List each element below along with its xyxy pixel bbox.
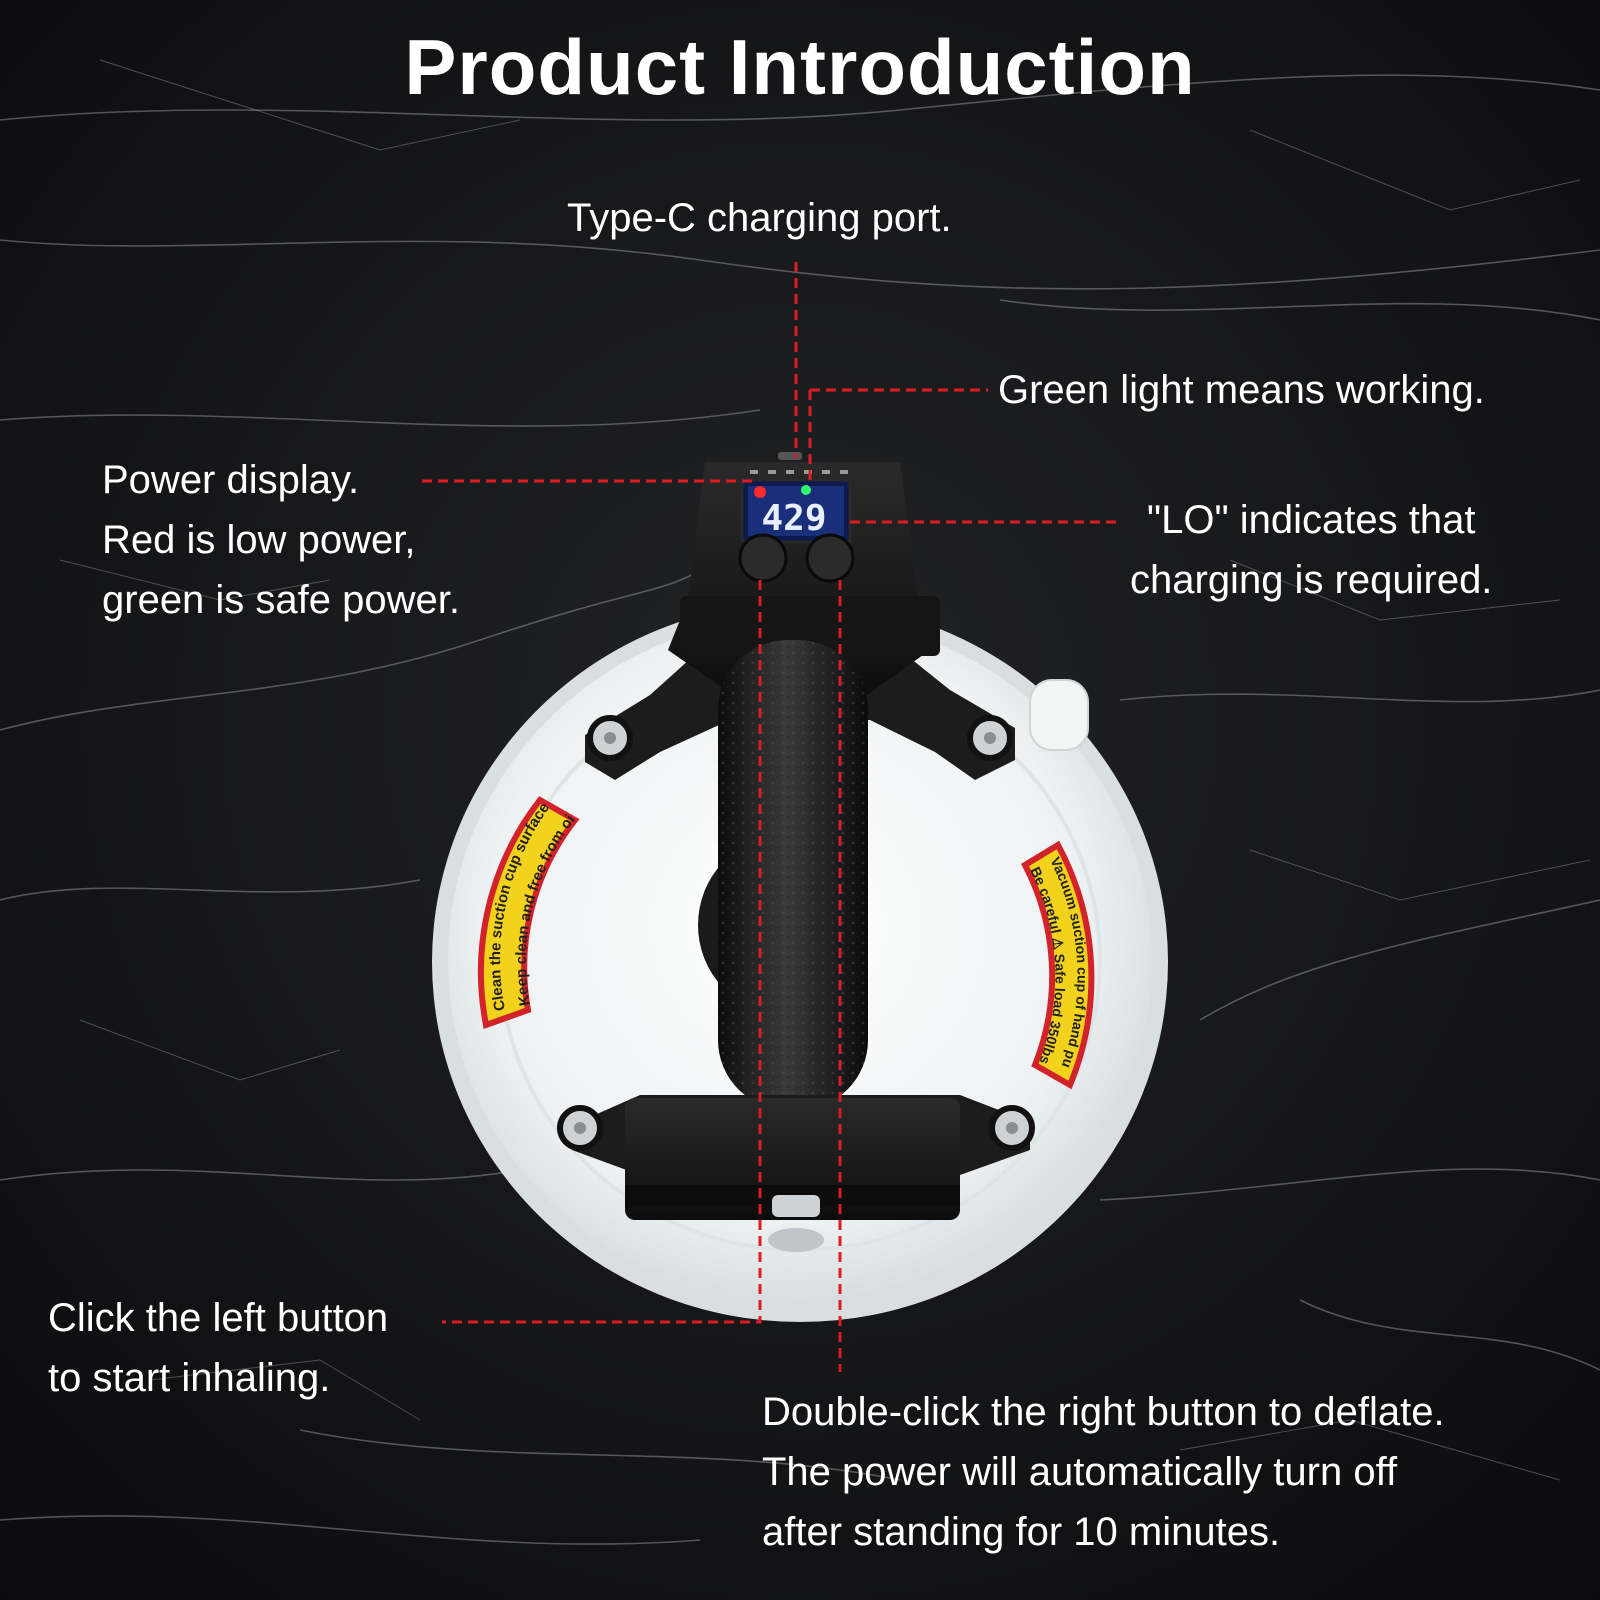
right-button-line: The power will automatically turn off (762, 1450, 1398, 1494)
marble-veins (0, 74, 1600, 1545)
screw-icon (989, 1105, 1035, 1151)
page-title: Product Introduction (404, 23, 1196, 111)
power-display-label: Power display. Red is low power, green i… (102, 450, 460, 630)
lo-indicator-line: "LO" indicates that (1146, 498, 1476, 542)
left-button[interactable] (738, 533, 788, 583)
right-button-line: after standing for 10 minutes. (762, 1510, 1281, 1554)
left-button-line: Click the left button (48, 1296, 389, 1340)
power-display-line: green is safe power. (102, 578, 460, 622)
right-button-label: Double-click the right button to deflate… (762, 1382, 1445, 1562)
screw-icon (587, 715, 633, 761)
screw-icon (557, 1105, 603, 1151)
green-light-label: Green light means working. (998, 368, 1485, 412)
left-button-label: Click the left button to start inhaling. (48, 1288, 388, 1408)
type-c-port-label: Type-C charging port. (567, 196, 952, 240)
lo-indicator-label: "LO" indicates that charging is required… (1130, 490, 1492, 610)
led-red-icon (754, 486, 766, 498)
pressure-valve-nub (1029, 679, 1089, 751)
power-display-line: Power display. (102, 458, 360, 502)
right-button[interactable] (805, 533, 855, 583)
type-c-port (778, 452, 802, 460)
lo-indicator-line: charging is required. (1130, 558, 1493, 602)
lcd-digits: 429 (761, 498, 826, 539)
warning-label-left (477, 796, 580, 1030)
screw-icon (967, 715, 1013, 761)
power-display-line: Red is low power, (102, 518, 416, 562)
warning-label-right (1021, 840, 1095, 1090)
left-button-line: to start inhaling. (48, 1356, 331, 1400)
leader-lines (422, 262, 1122, 1372)
release-knob (772, 1195, 820, 1217)
led-green-icon (801, 485, 811, 495)
right-button-line: Double-click the right button to deflate… (762, 1390, 1445, 1434)
